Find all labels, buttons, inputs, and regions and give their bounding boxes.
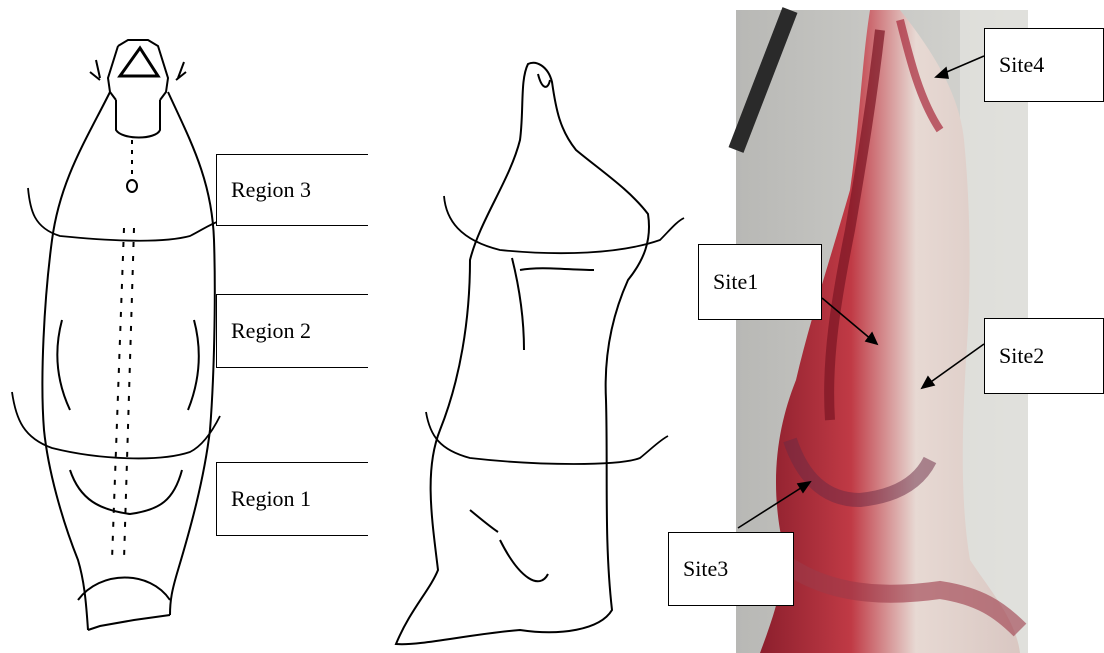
dorsal-view-drawing [12, 40, 222, 630]
lateral-view-drawing [396, 63, 684, 644]
site-3-label: Site3 [668, 532, 794, 606]
site-2-label: Site2 [984, 318, 1104, 394]
site-4-label: Site4 [984, 28, 1104, 102]
region-1-label: Region 1 [216, 462, 368, 536]
site-1-label: Site1 [698, 244, 822, 320]
region-2-label: Region 2 [216, 294, 368, 368]
region-3-label: Region 3 [216, 154, 368, 226]
